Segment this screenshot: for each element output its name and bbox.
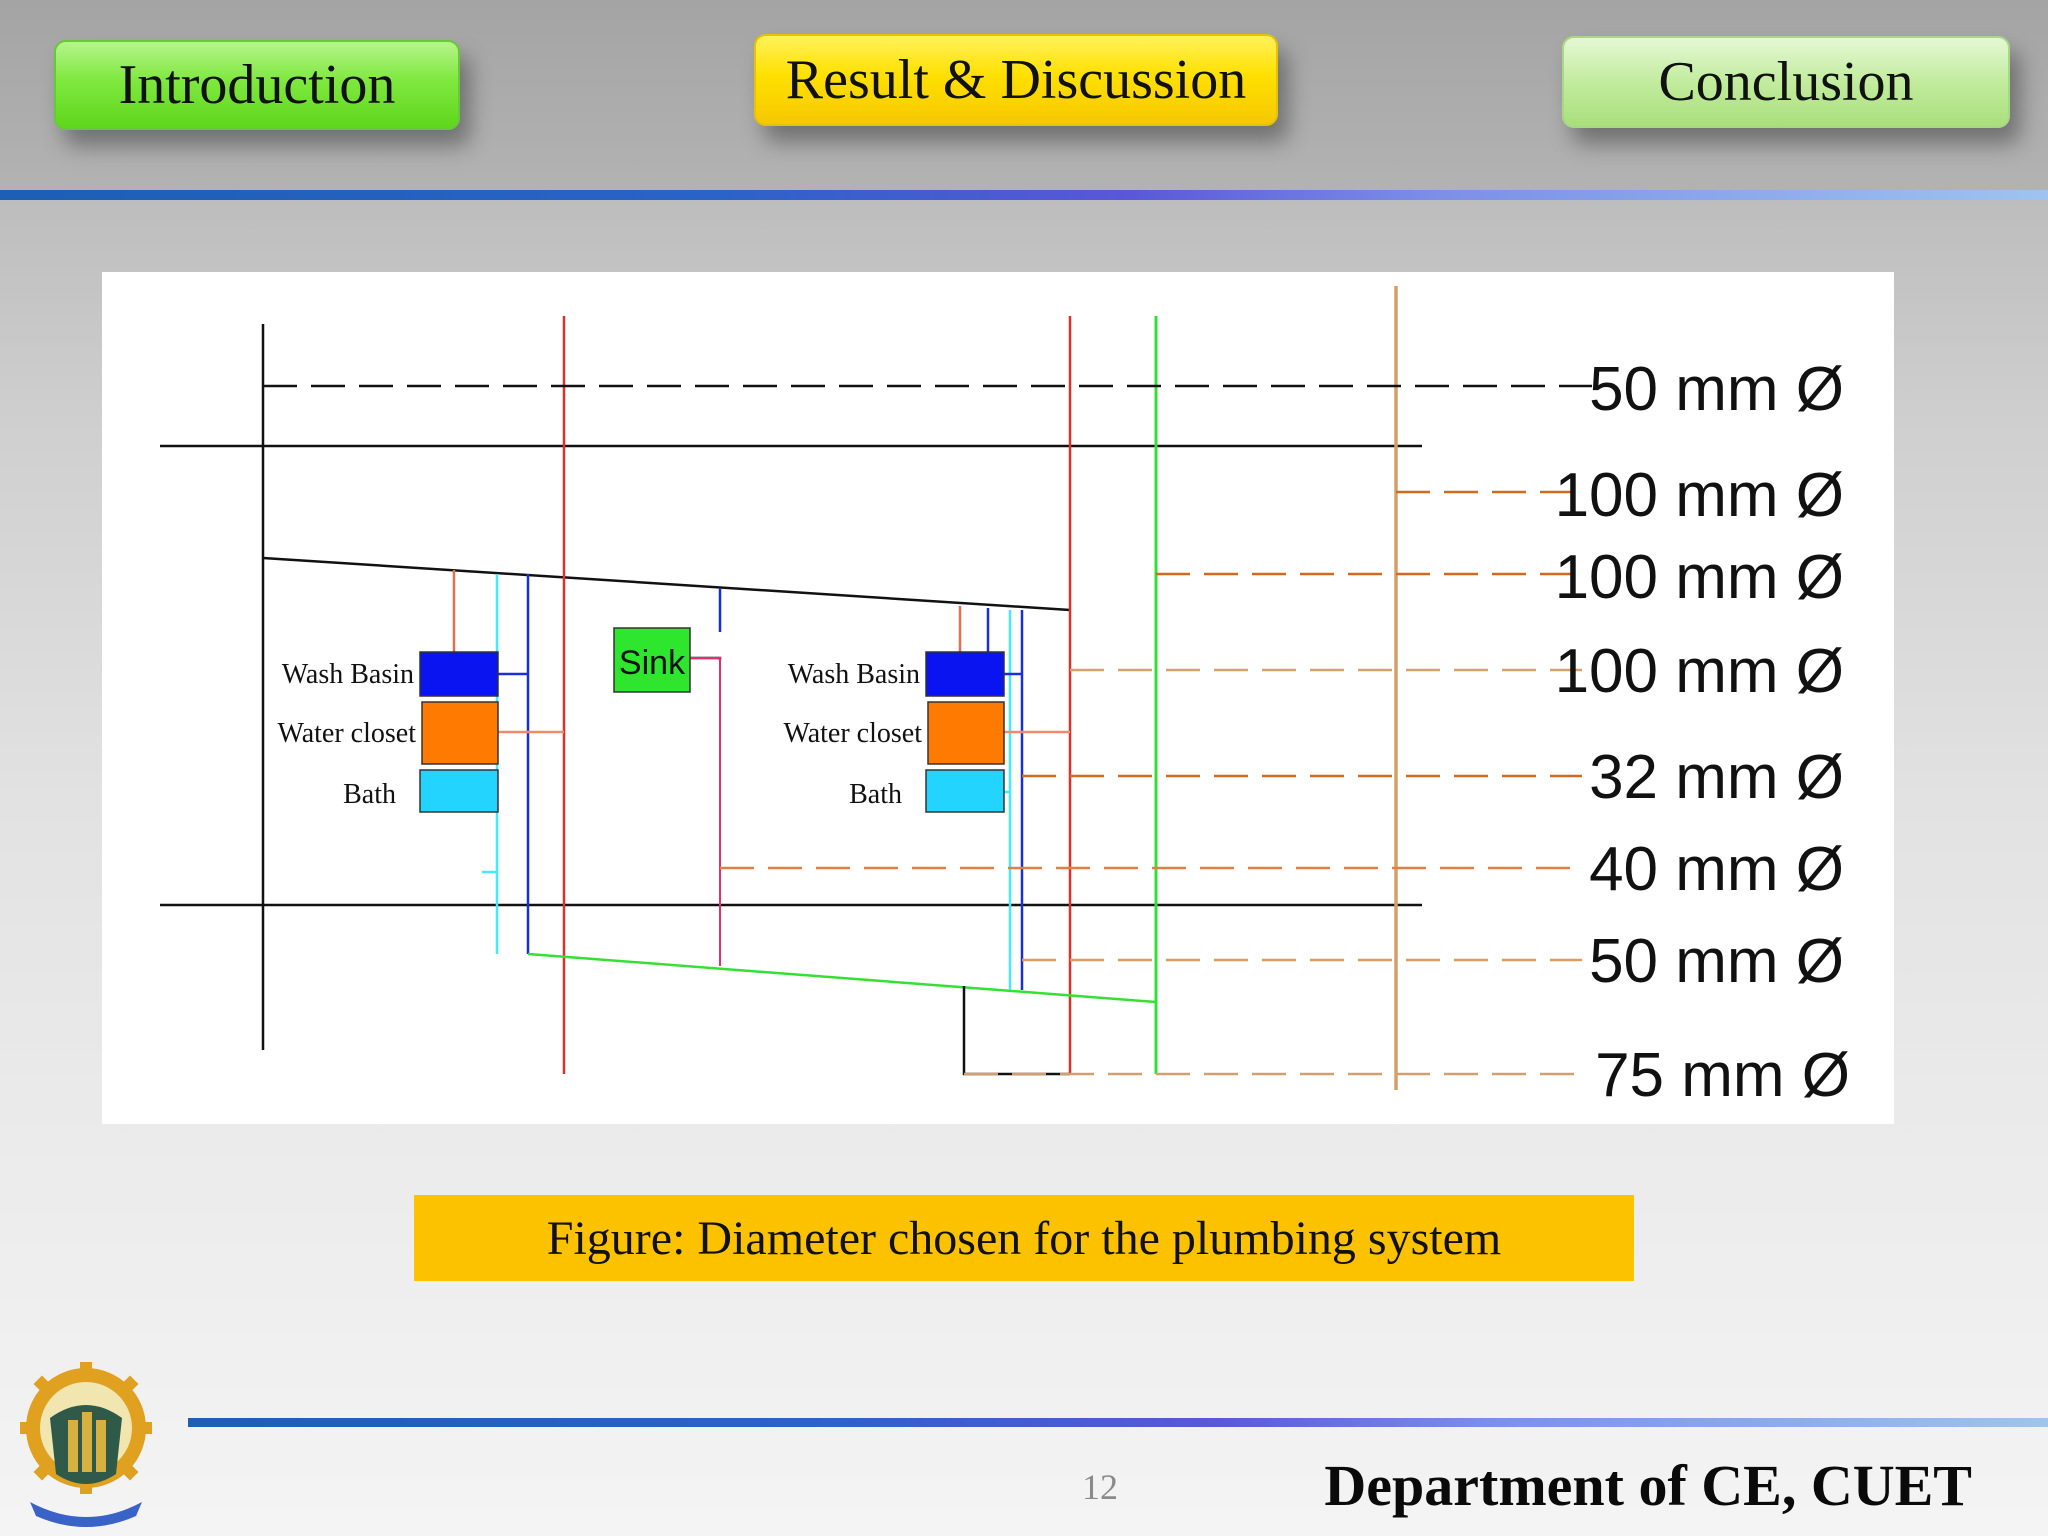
floor-lines — [160, 324, 1422, 1050]
wash-basin-right-label: Wash Basin — [788, 659, 920, 690]
figure-caption: Figure: Diameter chosen for the plumbing… — [414, 1195, 1634, 1281]
plumbing-diagram: Sink Wash Basin Water closet Bath Wash B… — [102, 272, 1894, 1124]
bath-right-icon — [925, 769, 1005, 813]
dashed-leaders — [263, 384, 1592, 1076]
diameter-label: 50 mm Ø — [1589, 927, 1844, 996]
diameter-label: 75 mm Ø — [1595, 1041, 1850, 1110]
water-closet-right-icon — [927, 701, 1005, 765]
bath-right-label: Bath — [849, 779, 902, 810]
page-number: 12 — [1082, 1467, 1118, 1507]
wash-basin-left-label: Wash Basin — [282, 659, 414, 690]
left-connections — [452, 570, 1157, 1004]
diameter-label: 50 mm Ø — [1589, 355, 1844, 424]
bath-left-icon — [419, 769, 499, 813]
cuet-logo-icon — [20, 1362, 152, 1527]
water-closet-right-label: Water closet — [784, 718, 923, 749]
department-label: Department of CE, CUET — [1324, 1453, 1972, 1518]
bath-left-label: Bath — [343, 779, 396, 810]
wash-basin-right-icon — [925, 651, 1005, 697]
bottom-divider — [188, 1418, 2048, 1427]
sink-icon — [613, 627, 691, 693]
nav-introduction-button[interactable]: Introduction — [54, 40, 460, 130]
diameter-label: 100 mm Ø — [1555, 543, 1844, 612]
diameter-label: 100 mm Ø — [1555, 637, 1844, 706]
water-closet-left-icon — [421, 701, 499, 765]
sink-label: Sink — [619, 644, 686, 682]
water-closet-left-label: Water closet — [278, 718, 417, 749]
diameter-label: 40 mm Ø — [1589, 835, 1844, 904]
nav-result-discussion-button[interactable]: Result & Discussion — [754, 34, 1278, 126]
nav-conclusion-button[interactable]: Conclusion — [1562, 36, 2010, 128]
wash-basin-left-icon — [419, 651, 499, 697]
top-divider — [0, 190, 2048, 200]
diameter-label: 32 mm Ø — [1589, 743, 1844, 812]
diameter-label: 100 mm Ø — [1555, 461, 1844, 530]
